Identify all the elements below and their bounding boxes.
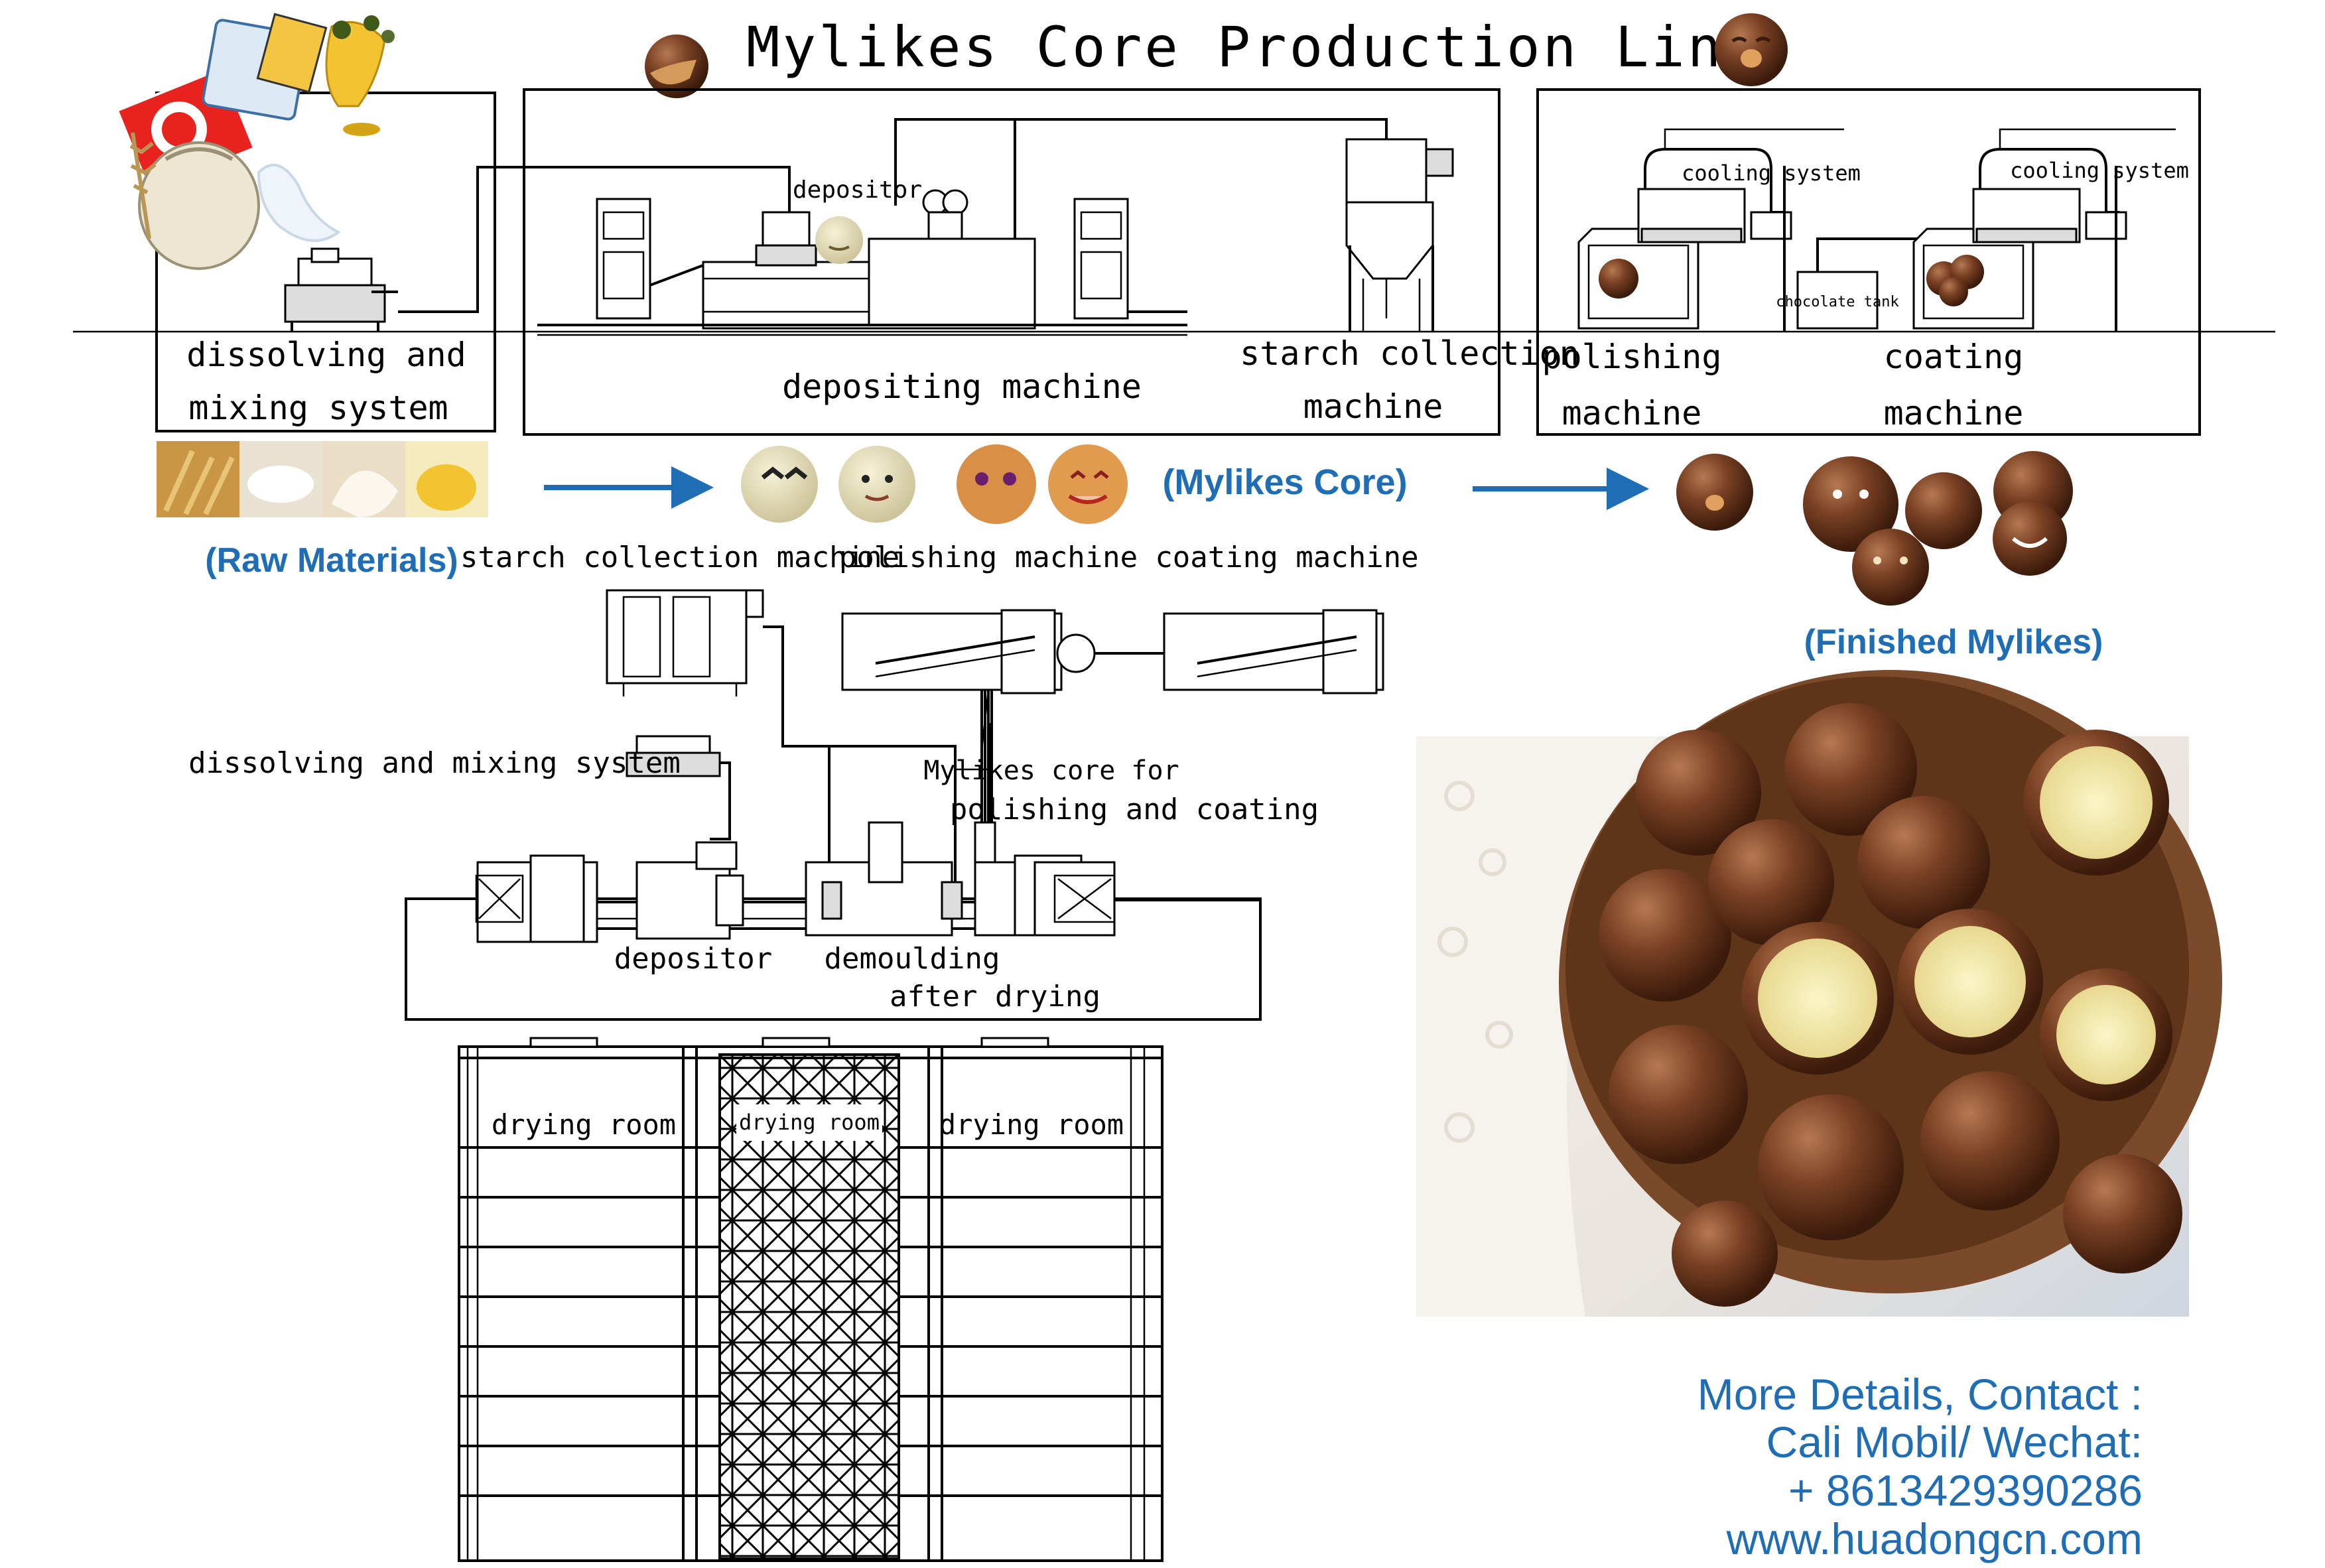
dissolving-label-2: mixing system: [188, 389, 448, 427]
oil-jar-icon: [325, 21, 386, 107]
coating-machine-label-1: coating: [1884, 338, 2024, 376]
page-title: Mylikes Core Production Line: [746, 15, 1760, 80]
splash-icon: [257, 163, 341, 242]
raw-materials-strip: [157, 441, 488, 517]
mylikes-core-icons: [741, 444, 1128, 524]
chocolate-tank-label: chocolate tank: [1776, 294, 1898, 310]
dissolving-mixing-box: [155, 92, 496, 432]
chocolate-ball-icon: [1599, 259, 1638, 298]
mylikes-core-caption: (Mylikes Core): [1162, 462, 1407, 502]
coating-machine-label-2: machine: [1884, 394, 2024, 432]
drying-room-right-label: drying room: [939, 1108, 1124, 1141]
wheat-icon: [129, 132, 157, 239]
flour-sack-icon: [138, 141, 260, 270]
finished-mylikes-caption: (Finished Mylikes): [1804, 623, 2103, 661]
depositing-machine-label: depositing machine: [782, 367, 1142, 406]
polishing-coating-box: [1536, 88, 2201, 436]
drying-room-mid-label: drying room: [739, 1110, 880, 1135]
contact-website[interactable]: www.huadongcn.com: [1726, 1514, 2143, 1563]
mixing-machine-drawing: [284, 247, 398, 332]
plan-view-drawing: [405, 589, 1384, 1021]
polishing-machine-label-1: polishing: [1542, 338, 1722, 376]
dissolving-label-1: dissolving and: [186, 336, 466, 374]
depositing-box: [523, 88, 1500, 436]
dissolving-mixing-system-label: dissolving and mixing system: [188, 746, 681, 780]
drying-rooms: [458, 1037, 1163, 1562]
raw-material-icons: [115, 13, 395, 270]
core-face-icon: [815, 216, 863, 264]
cooling-system-label-right: cooling system: [2010, 158, 2189, 183]
after-drying-label: after drying: [890, 980, 1100, 1013]
syrup-pipe: [398, 166, 791, 313]
depositing-machine-drawing: [537, 118, 1454, 336]
demoulding-label: demoulding: [825, 942, 1000, 976]
starch-collection-label-1: starch collection: [1240, 334, 1579, 373]
drying-room-left-label: drying room: [492, 1108, 676, 1141]
finished-mylikes-icons: [1676, 451, 2073, 606]
depositor-plan-label: depositor: [614, 942, 772, 976]
core-for-label-2: polishing and coating: [950, 793, 1319, 826]
product-photo: [1416, 670, 2222, 1317]
core-for-label-1: Mylikes core for: [923, 755, 1179, 786]
contact-phone: + 8613429390286: [1788, 1466, 2143, 1515]
raw-materials-caption: (Raw Materials): [205, 541, 458, 580]
depositor-label: depositor: [793, 176, 922, 204]
coating-machine-label: coating machine: [1155, 541, 1418, 574]
starch-collection-machine-label: starch collection machine: [460, 541, 899, 574]
polishing-machine-label: polishing machine: [839, 541, 1138, 574]
cooling-system-label-left: cooling system: [1682, 161, 1861, 186]
polishing-machine-label-2: machine: [1562, 394, 1702, 432]
core-bite-icon: [650, 60, 697, 85]
contact-line-2: Cali Mobil/ Wechat:: [1766, 1417, 2143, 1467]
contact-line-1: More Details, Contact :: [1697, 1370, 2143, 1419]
starch-collection-label-2: machine: [1303, 387, 1443, 426]
